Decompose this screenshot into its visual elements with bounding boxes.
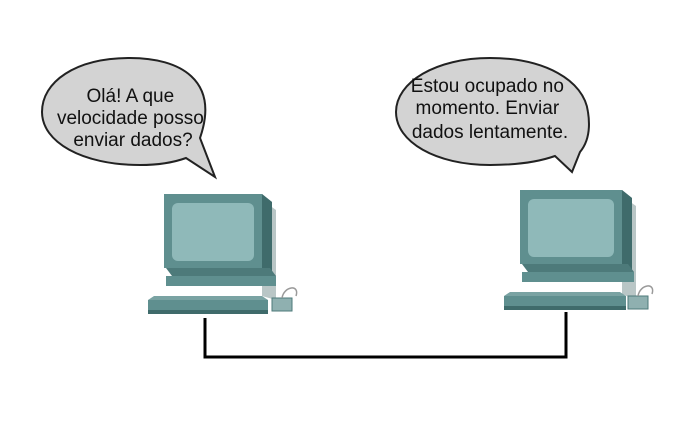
left-speech-bubble: Olá! A que velocidade posso enviar dados… (40, 56, 218, 180)
left-keyboard (148, 300, 268, 310)
network-cable (203, 312, 568, 359)
right-keyboard (504, 296, 626, 306)
right-computer-icon (504, 190, 654, 310)
left-speech-line-1: Olá! A que (87, 86, 175, 107)
right-speech-line-3: dados lentamente. (412, 122, 568, 143)
right-speech-bubble: Estou ocupado no momento. Enviar dados l… (394, 56, 590, 174)
left-computer-icon (148, 194, 298, 314)
right-speech-line-2: momento. Enviar (416, 98, 560, 119)
right-speech-line-1: Estou ocupado no (411, 76, 564, 97)
left-speech-line-2: velocidade posso (57, 108, 204, 129)
left-speech-line-3: enviar dados? (73, 130, 192, 151)
right-mouse (627, 295, 649, 310)
left-screen (172, 203, 254, 261)
right-screen (528, 199, 614, 257)
svg-text:Estou ocupado no momento: Estou ocupado no momento. Enviar dados l… (411, 76, 569, 143)
left-mouse (271, 297, 293, 312)
svg-text:Olá! A que velocidade po: Olá! A que velocidade posso enviar dados… (57, 86, 209, 151)
